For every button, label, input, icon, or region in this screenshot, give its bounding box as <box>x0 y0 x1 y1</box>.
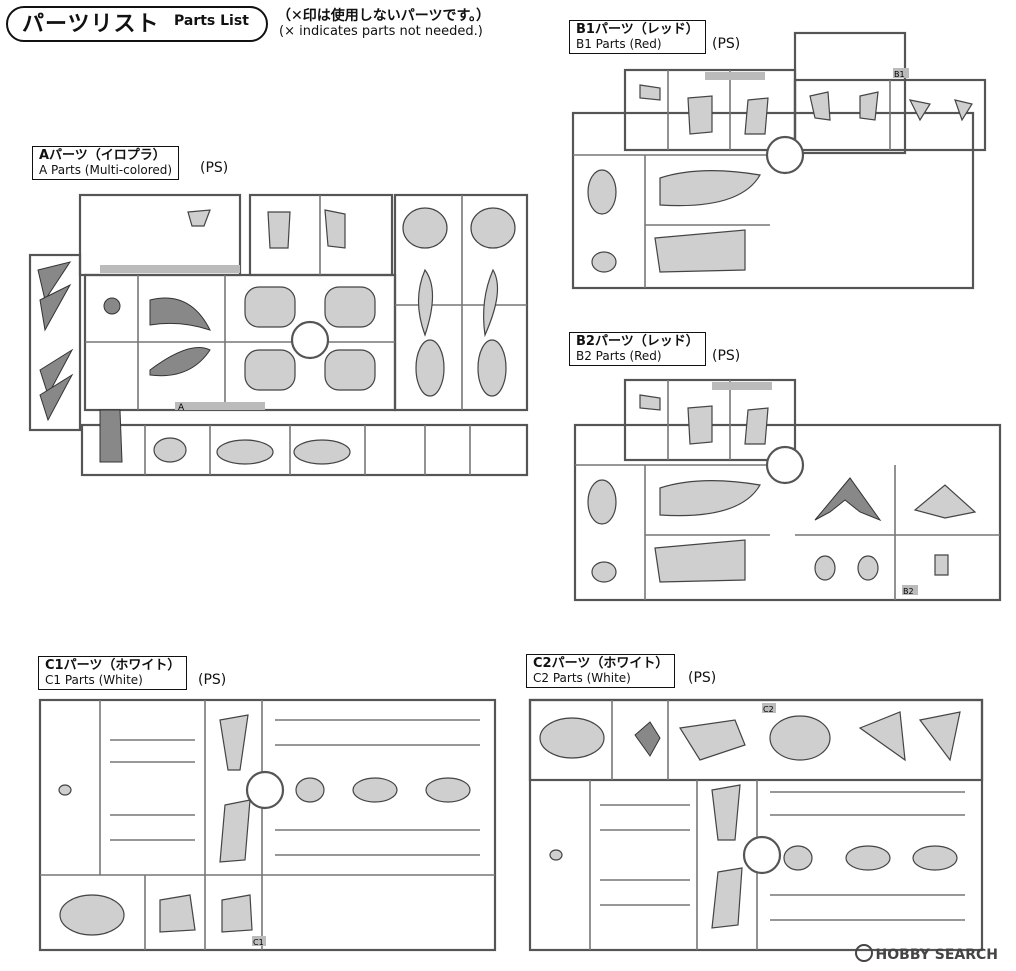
sprue-c2-tag: C2 <box>763 705 774 714</box>
sprue-b1-name-en: B1 Parts (Red) <box>576 37 662 51</box>
sprue-b1-name-jp: B1パーツ（レッド） <box>576 22 699 37</box>
sprue-c1-name-en: C1 Parts (White) <box>45 673 143 687</box>
sprue-c2-material: (PS) <box>688 670 717 686</box>
sprue-a-name-jp: Aパーツ（イロプラ） <box>39 148 166 163</box>
sprue-a-label: Aパーツ（イロプラ） A Parts (Multi-colored) <box>32 146 180 180</box>
sprue-b2-diagram: B2 <box>573 378 1002 602</box>
sprue-b2-label: B2パーツ（レッド） B2 Parts (Red) <box>569 332 706 366</box>
sprue-b2-tag: B2 <box>903 587 914 596</box>
sprue-c1-label: C1パーツ（ホワイト） C1 Parts (White) <box>38 656 188 690</box>
sprue-b2-name-en: B2 Parts (Red) <box>576 349 662 363</box>
sprue-b1-label: B1パーツ（レッド） B1 Parts (Red) <box>569 20 706 54</box>
sprue-c2-diagram: C2 <box>528 698 984 952</box>
note-en: (× indicates parts not needed.) <box>279 24 483 39</box>
sprue-b1-tag: B1 <box>894 70 905 79</box>
page-title-en: Parts List <box>174 13 249 29</box>
page-title: パーツリスト <box>22 12 160 37</box>
sprue-b2-name-jp: B2パーツ（レッド） <box>576 334 699 349</box>
sprue-c1-name-jp: C1パーツ（ホワイト） <box>45 658 181 673</box>
hobby-search-logo-icon <box>854 944 873 962</box>
sprue-c2-name-jp: C2パーツ（ホワイト） <box>533 656 669 671</box>
sprue-c1-tag: C1 <box>253 938 264 947</box>
sprue-b1-diagram: B1 <box>571 31 987 290</box>
sprue-b1-material: (PS) <box>712 36 741 52</box>
watermark: HOBBY SEARCH <box>854 944 998 963</box>
sprue-a-name-en: A Parts (Multi-colored) <box>39 163 173 177</box>
sprue-b2-material: (PS) <box>712 348 741 364</box>
sprue-c2-label: C2パーツ（ホワイト） C2 Parts (White) <box>526 654 676 688</box>
sprue-c1-diagram: C1 <box>38 698 497 952</box>
sprue-c1-material: (PS) <box>198 672 227 688</box>
sprue-a-diagram: A <box>28 193 529 477</box>
watermark-text: HOBBY SEARCH <box>875 947 998 963</box>
sprue-a-tag: A <box>178 403 185 413</box>
sprue-c2-name-en: C2 Parts (White) <box>533 671 631 685</box>
header-pill <box>6 6 268 42</box>
sprue-a-material: (PS) <box>200 160 229 176</box>
note-jp: （✕印は使用しないパーツです。） <box>277 8 491 24</box>
